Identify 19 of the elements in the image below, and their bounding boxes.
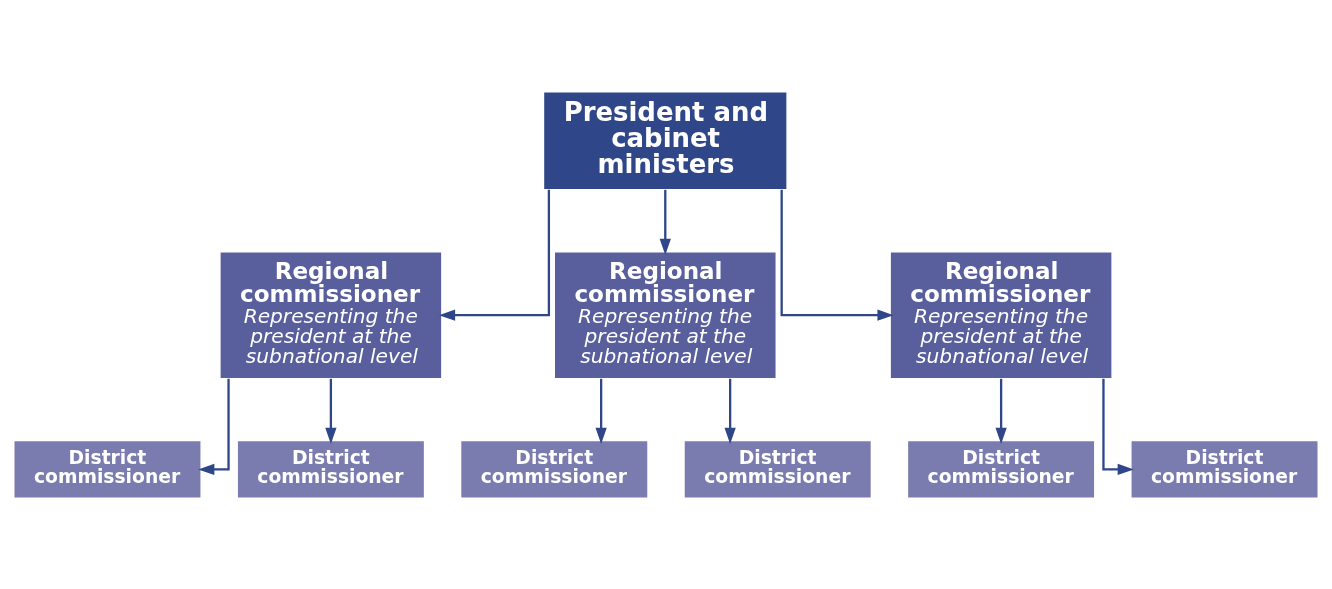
- node-box: District commissioner: [459, 439, 649, 499]
- arrow: [780, 189, 894, 321]
- arrow: [1102, 378, 1134, 475]
- node-box: District commissioner: [236, 439, 426, 499]
- arrow: [724, 378, 736, 444]
- node-box: Regional commissioner Representing the president at the subnational level: [553, 250, 777, 379]
- arrow: [995, 378, 1007, 444]
- node-box: District commissioner: [906, 439, 1096, 499]
- arrow: [659, 189, 671, 255]
- arrow: [595, 378, 607, 444]
- node-box: District commissioner: [1130, 439, 1319, 499]
- arrow: [325, 378, 337, 444]
- node-box: Regional commissioner Representing the president at the subnational level: [889, 250, 1113, 379]
- node-box: District commissioner: [13, 439, 202, 499]
- arrow: [438, 189, 551, 321]
- arrow: [198, 378, 230, 475]
- node-box: Regional commissioner Representing the president at the subnational level: [219, 250, 443, 379]
- node-box: District commissioner: [683, 439, 873, 499]
- node-box: President and cabinet ministers: [542, 90, 788, 190]
